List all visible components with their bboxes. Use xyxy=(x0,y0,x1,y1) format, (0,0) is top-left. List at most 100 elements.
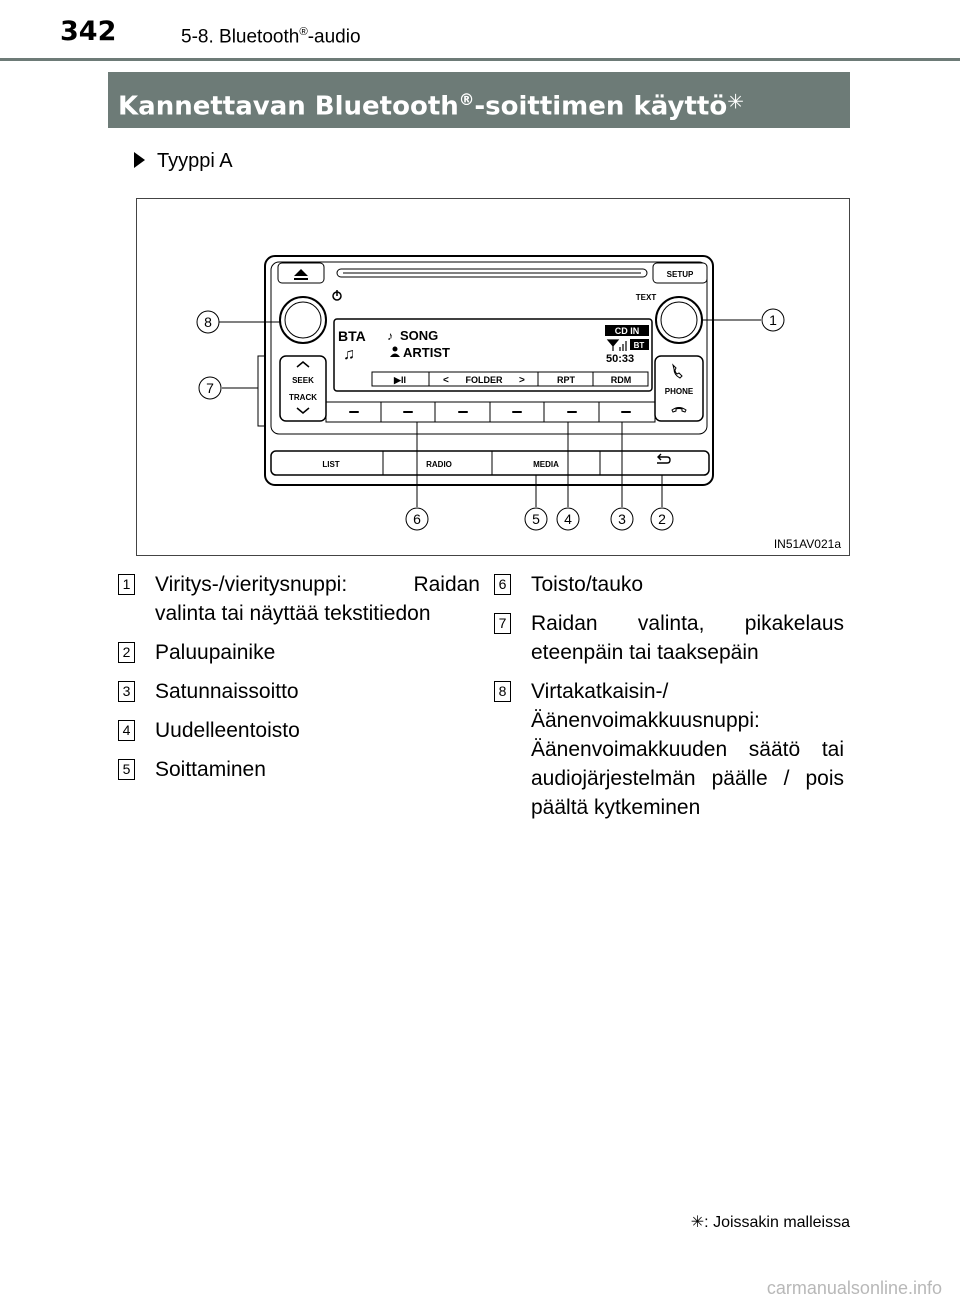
callout-4: 4 xyxy=(556,507,580,531)
legend-text: Raidan valinta, pikakelaus eteenpäin tai… xyxy=(531,612,844,664)
music-note-icon: ♫ xyxy=(343,346,355,363)
artist-body-icon xyxy=(390,353,400,357)
triangle-bullet-icon xyxy=(134,152,145,168)
audio-unit-illustration: SETUP TEXT BTA ♫ ♪ SONG ARTIST CD IN BT … xyxy=(196,255,785,531)
track-label: TRACK xyxy=(289,393,317,402)
registered-mark: ® xyxy=(299,26,308,38)
list-label: LIST xyxy=(322,460,339,469)
section-title-prefix: Kannettavan Bluetooth xyxy=(118,91,459,122)
text-label: TEXT xyxy=(636,293,657,302)
page-number: 342 xyxy=(60,16,117,47)
display-song: SONG xyxy=(400,328,438,343)
section-title: Kannettavan Bluetooth®-soittimen käyttö✳ xyxy=(108,72,850,128)
softkey-folder: FOLDER xyxy=(466,375,503,385)
volume-knob xyxy=(279,296,327,344)
legend-text: Paluupainike xyxy=(155,641,276,664)
softkey-folder-left-arrow: < xyxy=(443,375,449,386)
type-label: Tyyppi A xyxy=(134,150,233,173)
section-title-star: ✳ xyxy=(727,89,744,114)
section-title-suffix: -soittimen käyttö xyxy=(474,91,728,122)
softkey-bar xyxy=(371,371,649,387)
callout-5: 5 xyxy=(524,507,548,531)
softkey-play-pause: ▶II xyxy=(393,375,406,385)
softkey-rdm: RDM xyxy=(611,375,632,385)
legend-number-badge: 6 xyxy=(494,574,511,595)
tune-knob xyxy=(655,296,703,344)
bt-badge xyxy=(630,339,649,350)
section-title-registered-mark: ® xyxy=(458,91,475,109)
back-arrow-icon xyxy=(657,453,671,464)
callout-6: 6 xyxy=(405,507,429,531)
display-bta: BTA xyxy=(338,328,366,344)
softkey-rpt: RPT xyxy=(557,375,576,385)
phone-button xyxy=(654,355,704,422)
callout-leader-lines xyxy=(218,319,761,507)
svg-text:1: 1 xyxy=(769,312,777,328)
callout-2: 2 xyxy=(650,507,674,531)
eject-icon xyxy=(294,269,308,280)
legend-item: 6 Toisto/tauko xyxy=(494,570,844,599)
volume-knob-inner xyxy=(284,301,322,339)
setup-button xyxy=(652,262,708,284)
svg-text:2: 2 xyxy=(658,511,666,527)
running-head: 5-8. Bluetooth®-audio xyxy=(181,26,361,48)
softkey-folder-right-arrow: > xyxy=(519,375,525,386)
bt-label: BT xyxy=(634,341,645,350)
phone-pickup-icon xyxy=(672,363,683,379)
svg-text:4: 4 xyxy=(564,511,572,527)
display-panel xyxy=(333,318,653,392)
legend-number-badge: 5 xyxy=(118,759,135,780)
running-head-prefix: 5-8. Bluetooth xyxy=(181,26,300,48)
legend-right-column: 6 Toisto/tauko 7 Raidan valinta, pikakelau… xyxy=(494,570,844,832)
callout-7-bracket xyxy=(257,355,265,427)
legend-item: 2 Paluupainike xyxy=(118,638,480,667)
cd-in-label: CD IN xyxy=(615,326,640,336)
svg-text:6: 6 xyxy=(413,511,421,527)
callout-7: 7 xyxy=(198,376,222,400)
display-artist: ARTIST xyxy=(403,345,450,360)
legend-text: Uudelleentoisto xyxy=(155,719,300,742)
legend-number-badge: 7 xyxy=(494,613,511,634)
svg-text:5: 5 xyxy=(532,511,540,527)
footnote-text: : Joissakin malleissa xyxy=(704,1214,850,1231)
chevron-down-icon xyxy=(296,407,310,414)
legend-text: Soittaminen xyxy=(155,758,266,781)
signal-icon xyxy=(606,339,627,351)
display-time: 50:33 xyxy=(606,353,634,365)
seek-track-button xyxy=(279,355,327,422)
footnote: ✳: Joissakin malleissa xyxy=(691,1212,850,1232)
legend-item: 7 Raidan valinta, pikakelaus eteenpäin ta… xyxy=(494,609,844,667)
running-head-suffix: -audio xyxy=(307,26,361,48)
setup-label: SETUP xyxy=(667,270,694,279)
callout-3: 3 xyxy=(610,507,634,531)
legend-text: Virtakatkaisin-/Äänenvoimakkuusnuppi: Ää… xyxy=(531,680,844,819)
footnote-star-icon: ✳ xyxy=(690,1214,705,1231)
legend-item: 5 Soittaminen xyxy=(118,755,480,784)
media-label: MEDIA xyxy=(533,460,559,469)
figure-code: IN51AV021a xyxy=(773,537,841,551)
svg-text:7: 7 xyxy=(206,380,214,396)
legend-left-column: 1 Viritys-/vieritysnuppi: Raidan valinta … xyxy=(118,570,480,794)
chevron-up-icon xyxy=(296,361,310,368)
radio-label: RADIO xyxy=(426,460,452,469)
callout-1: 1 xyxy=(761,308,785,332)
legend-number-badge: 3 xyxy=(118,681,135,702)
svg-text:3: 3 xyxy=(618,511,626,527)
legend-item: 1 Viritys-/vieritysnuppi: Raidan valinta … xyxy=(118,570,480,628)
svg-text:8: 8 xyxy=(204,314,212,330)
figure-box: SETUP TEXT BTA ♫ ♪ SONG ARTIST CD IN BT … xyxy=(136,198,850,556)
callout-8: 8 xyxy=(196,310,220,334)
legend-text: Satunnaissoitto xyxy=(155,680,299,703)
artist-head-icon xyxy=(392,346,398,352)
legend-number-badge: 2 xyxy=(118,642,135,663)
phone-hangup-icon xyxy=(671,407,687,413)
header-rule xyxy=(0,58,960,61)
legend-item: 8 Virtakatkaisin-/Äänenvoimakkuusnuppi: Ä… xyxy=(494,677,844,822)
legend-text: Toisto/tauko xyxy=(531,573,644,596)
cd-slot xyxy=(336,268,648,278)
preset-buttons xyxy=(349,402,631,422)
legend-text: Viritys-/vieritysnuppi: Raidan valinta t… xyxy=(155,573,480,625)
legend-number-badge: 8 xyxy=(494,681,511,702)
legend-number-badge: 1 xyxy=(118,574,135,595)
